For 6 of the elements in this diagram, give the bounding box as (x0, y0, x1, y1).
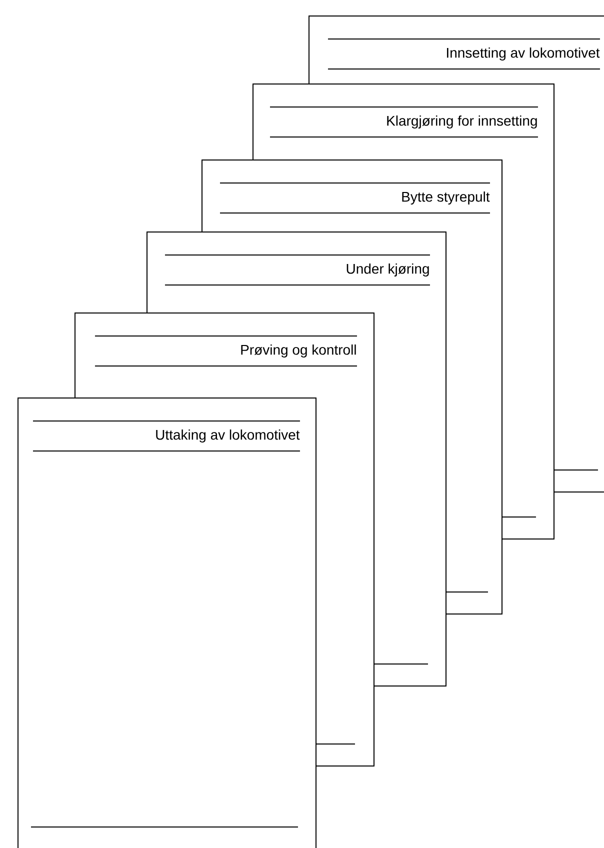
sheet-heading: Prøving og kontroll (94, 336, 358, 366)
sheet-heading: Klargjøring for innsetting (270, 106, 538, 138)
sheet-heading: Bytte styrepult (220, 182, 490, 214)
sheet-heading: Innsetting av lokomotivet (328, 38, 600, 70)
sheet-heading: Under kjøring (164, 254, 430, 286)
sheet-heading: Uttaking av lokomotivet (32, 420, 300, 452)
